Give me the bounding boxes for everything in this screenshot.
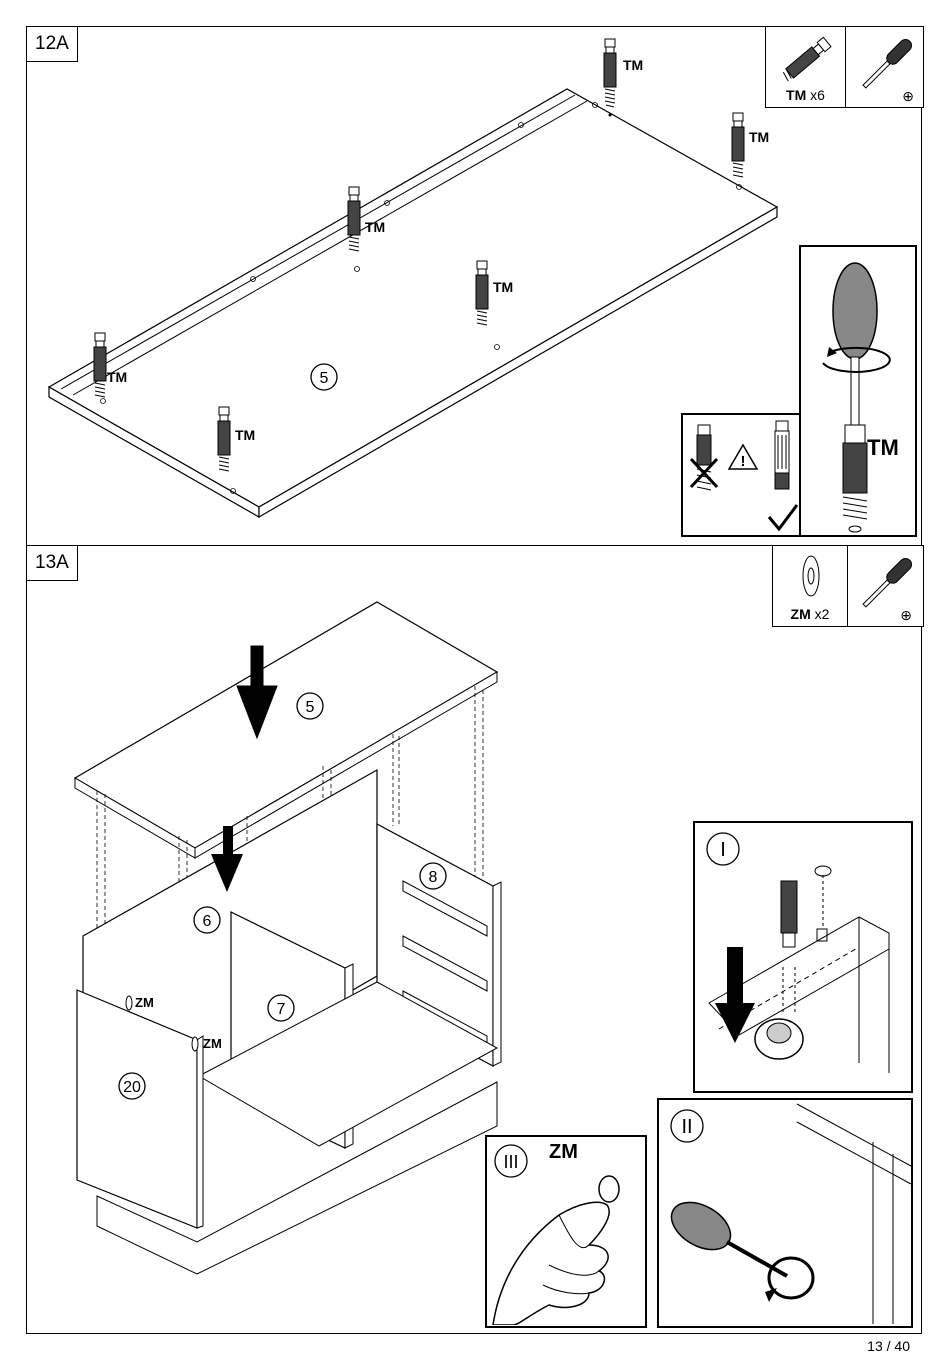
dowel-icon (778, 33, 838, 83)
phillips-symbol: ⊕ (902, 88, 914, 105)
fastener-count: x6 (810, 87, 825, 103)
svg-text:III: III (503, 1152, 518, 1172)
dowel-icon (213, 405, 235, 487)
step-13a-panel: 13A ZM x2 ⊕ 5 (26, 545, 922, 1334)
warning-icon: ! (727, 443, 759, 471)
tm-callout: TM (107, 369, 127, 385)
part-number-20: 20 (123, 1079, 141, 1096)
parts-tools-box: ZM x2 ⊕ (772, 545, 924, 627)
parts-tools-box: TM x6 ⊕ (765, 26, 924, 108)
fastener-quantity: TM x6 (766, 87, 845, 103)
fastener-code: TM (786, 87, 806, 103)
part-number-8: 8 (429, 869, 438, 886)
dowel-icon (471, 259, 493, 341)
part-number-6: 6 (203, 913, 212, 930)
phillips-symbol: ⊕ (900, 607, 912, 624)
detail-three: III ZM (485, 1135, 647, 1328)
tm-callout: TM (365, 219, 385, 235)
part-number-5: 5 (306, 699, 315, 716)
fastener-cell: TM x6 (766, 27, 846, 107)
cam-tightening-illustration (661, 1102, 911, 1326)
fastener-code: ZM (791, 606, 811, 622)
svg-text:!: ! (741, 453, 746, 470)
dowel-icon (727, 111, 749, 193)
cam-lock-icon (791, 552, 831, 598)
dowel-icon (343, 185, 365, 267)
step-12a-panel: 12A 5 (26, 26, 922, 546)
part-number-5: 5 (320, 370, 329, 387)
check-icon (765, 503, 801, 533)
tm-callout: TM (235, 427, 255, 443)
tool-cell: ⊕ (846, 27, 924, 107)
tm-label: TM (867, 435, 899, 461)
zm-label: ZM (549, 1141, 578, 1164)
dowel-icon (767, 419, 797, 499)
step-roman-numeral: I (705, 831, 741, 867)
dowel-icon (689, 423, 719, 503)
tool-cell: ⊕ (848, 546, 924, 626)
page-number: 13 / 40 (867, 1338, 910, 1354)
tm-callout: TM (493, 279, 513, 295)
part-number-7: 7 (277, 1001, 286, 1018)
cam-insertion-illustration (699, 863, 909, 1083)
zm-callout: ZM (203, 1036, 222, 1051)
tm-screwing-detail: TM (799, 245, 917, 537)
step-roman-numeral: III (493, 1143, 529, 1179)
detail-two: II (657, 1098, 913, 1328)
screwdriver-icon (807, 253, 907, 533)
dowel-icon (599, 37, 621, 119)
svg-text:I: I (720, 839, 726, 861)
detail-one: I (693, 821, 913, 1093)
step-label: 13A (27, 546, 78, 581)
tm-callout: TM (623, 57, 643, 73)
fastener-cell: ZM x2 (773, 546, 848, 626)
correct-insertion-detail: ! (681, 413, 803, 537)
hand-icon (489, 1175, 645, 1325)
zm-callout: ZM (135, 995, 154, 1010)
fastener-count: x2 (815, 606, 830, 622)
tm-callout: TM (749, 129, 769, 145)
fastener-quantity: ZM x2 (773, 606, 847, 622)
